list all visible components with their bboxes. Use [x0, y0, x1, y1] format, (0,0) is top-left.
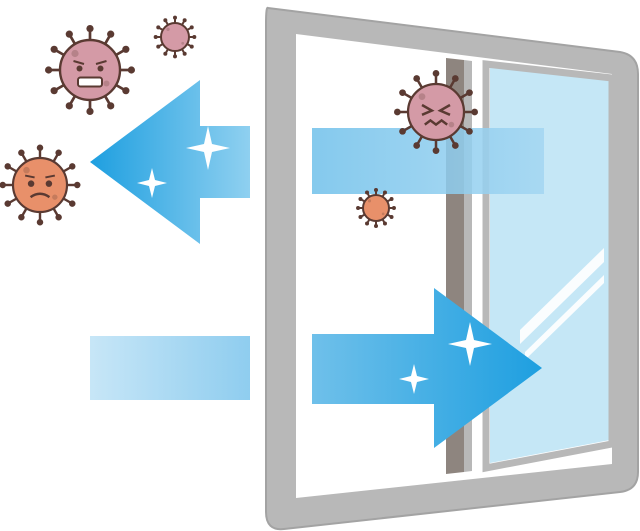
virus-icon — [356, 188, 396, 228]
virus-icon — [0, 144, 81, 226]
glass-reflection — [520, 248, 604, 344]
airflow-arrow-in — [90, 288, 542, 448]
sparkle-icon — [137, 168, 167, 198]
sparkle-icon — [186, 126, 230, 170]
airflow-arrow-icon — [312, 288, 542, 448]
sparkle-icon — [399, 364, 429, 394]
virus-icon — [153, 15, 197, 59]
virus-icon — [394, 70, 479, 154]
airflow-arrow-tail — [90, 336, 250, 400]
airflow-arrow-icon — [90, 80, 250, 244]
sparkle-icon — [448, 322, 492, 366]
virus-icon — [45, 25, 135, 115]
glass-reflection — [525, 275, 604, 360]
virus-group — [0, 15, 479, 228]
